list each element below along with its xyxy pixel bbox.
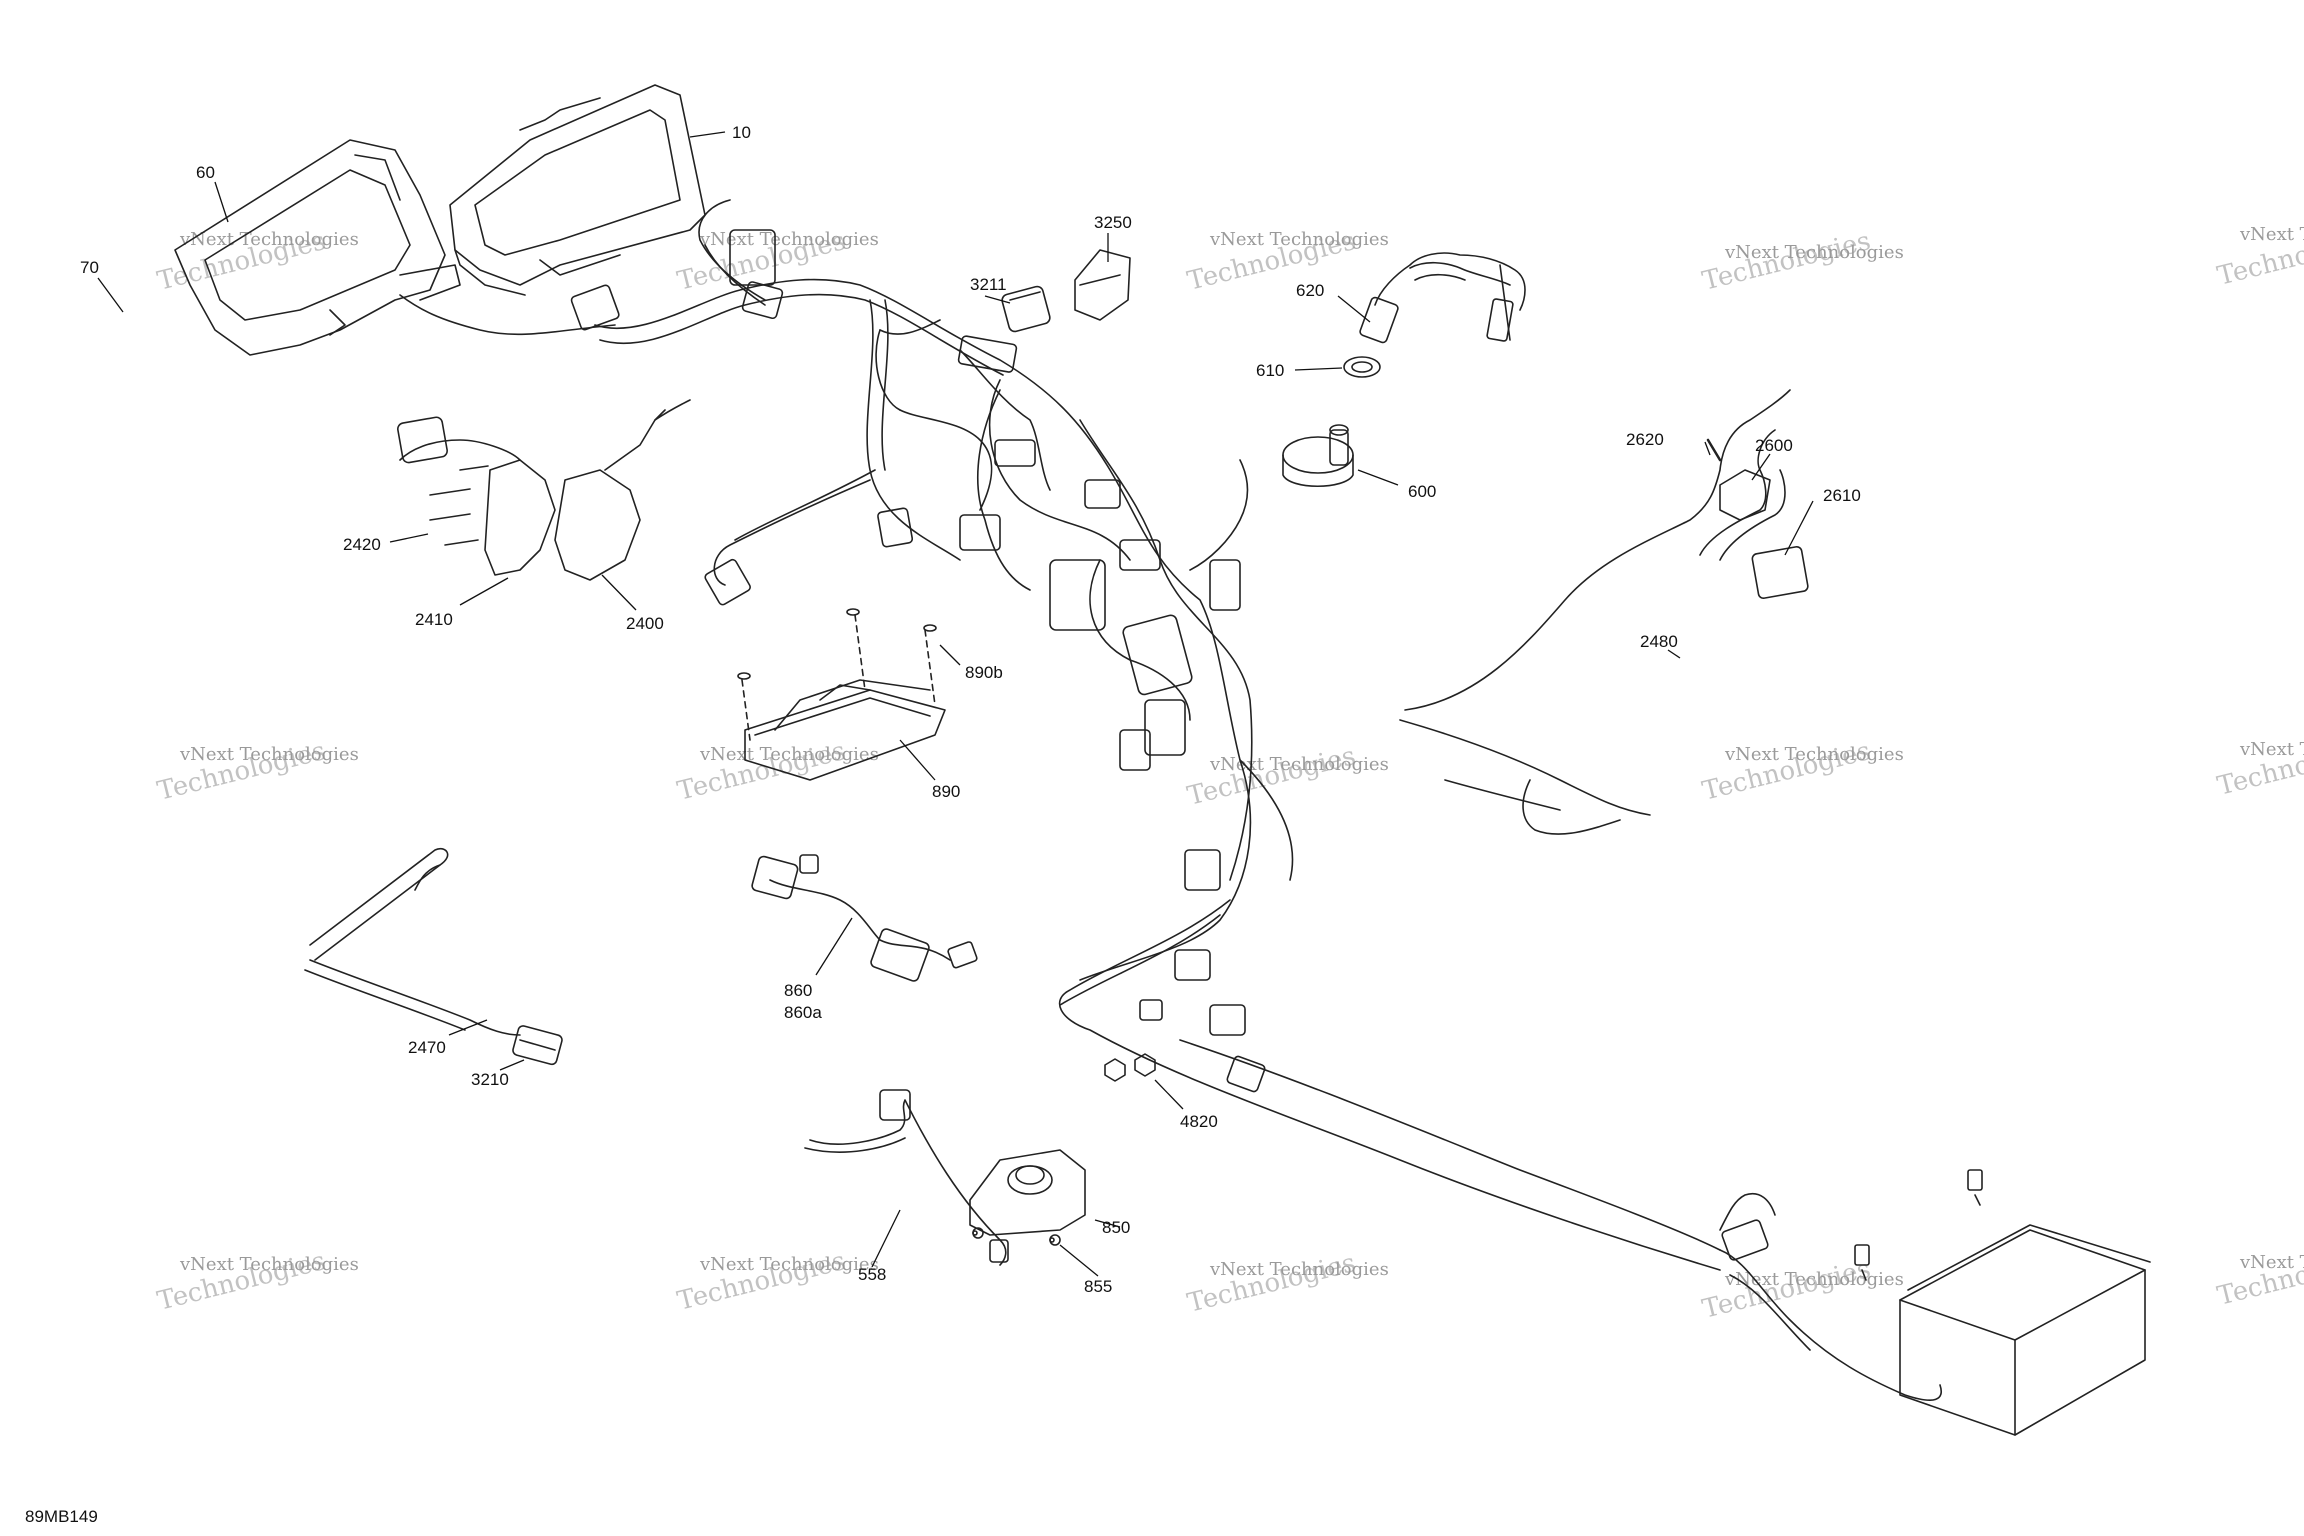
watermark-text: Technologies [1699,1254,1873,1325]
callout-2420: 2420 [343,535,381,554]
part-860-harness [751,854,978,982]
battery [1854,1169,2151,1436]
part-620-tether [1359,252,1526,344]
part-890-module [737,608,946,781]
callout-10: 10 [732,123,751,142]
battery-cables [1719,1193,1942,1401]
watermark-text: vNext Technologies [179,1254,359,1275]
part-2400-handlebar-switch [397,399,691,581]
part-3210-connector [512,1025,563,1066]
part-10-cluster [449,84,706,296]
callout-890: 890 [932,782,960,801]
part-3250-switch [1074,249,1131,321]
watermark-text: vNext Technologies [1724,1269,1904,1290]
leader-lines [97,131,1814,1277]
watermark-text: vNext Technologies [1724,242,1904,263]
watermark-text: vNext Technologies [1209,229,1389,250]
main-harness [594,278,1721,1271]
watermark-text: vNext Technologies [1724,744,1904,765]
callout-620: 620 [1296,281,1324,300]
watermark-text: Technologies [1184,741,1358,812]
part-3211-connector [1001,285,1051,333]
watermark-text: vNext Technologies [699,744,879,765]
callout-2600: 2600 [1755,436,1793,455]
callout-2400: 2400 [626,614,664,633]
callout-2410: 2410 [415,610,453,629]
watermark-text: vNext Technologies [699,1254,879,1275]
callout-890b: 890b [965,663,1003,682]
watermark-grid: vNext Technologies vNext Technologies vN… [154,221,2304,1325]
callout-2620: 2620 [1626,430,1664,449]
part-2480-battery-lead [1399,389,1809,835]
callout-labels: 10 60 70 3250 3211 620 610 600 2620 2600… [80,123,1861,1296]
part-60-bracket [174,139,461,356]
callout-2470: 2470 [408,1038,446,1057]
callout-558: 558 [858,1265,886,1284]
watermark-text: vNext Technologies [1209,754,1389,775]
callout-850: 850 [1102,1218,1130,1237]
callout-4820: 4820 [1180,1112,1218,1131]
part-2470-harness [304,847,521,1036]
part-610-nut [1343,356,1381,378]
watermark-text: Technologies [1699,226,1873,297]
watermark-text: vNext Technologies [179,744,359,765]
callout-3211: 3211 [970,275,1007,294]
harness-connectors [570,229,1266,1093]
watermark-text: vNext Technologies [2239,739,2304,760]
watermark-text: vNext Technologies [2239,224,2304,245]
callout-2480: 2480 [1640,632,1678,651]
callout-860: 860 [784,981,812,1000]
callout-60: 60 [196,163,215,182]
callout-3250: 3250 [1094,213,1132,232]
callout-70: 70 [80,258,99,277]
callout-2610: 2610 [1823,486,1861,505]
part-600-switch [1282,424,1354,488]
watermark-text: vNext Technologies [179,229,359,250]
watermark-text: vNext Technologies [1209,1259,1389,1280]
diagram-code: 89MB149 [25,1507,98,1526]
watermark-text: vNext Technologies [699,229,879,250]
part-850-switch-block [969,1149,1086,1246]
watermark-text: vNext Technologies [2239,1252,2304,1273]
callout-860a: 860a [784,1003,822,1022]
harness-pigtails [399,199,1051,511]
callout-855: 855 [1084,1277,1112,1296]
part-4820-nuts [1104,1053,1156,1082]
callout-610: 610 [1256,361,1284,380]
part-558-harness [804,1089,1009,1266]
callout-3210: 3210 [471,1070,509,1089]
callout-600: 600 [1408,482,1436,501]
